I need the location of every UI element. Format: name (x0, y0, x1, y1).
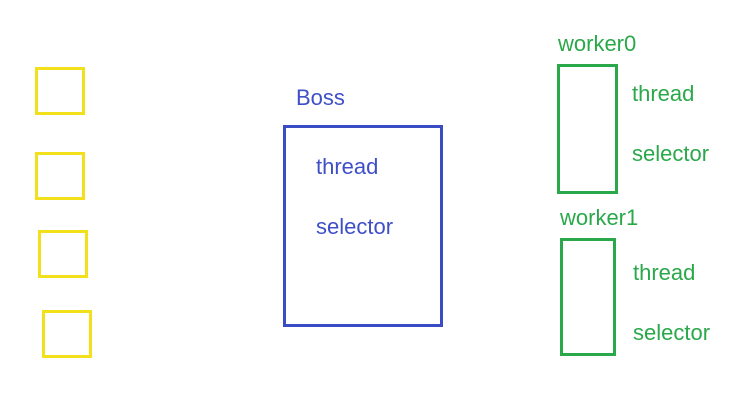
worker1-box (560, 238, 616, 356)
client-box-3 (42, 310, 92, 358)
worker0-box (557, 64, 618, 194)
worker0-title: worker0 (558, 31, 637, 56)
client-box-1 (35, 152, 85, 200)
client-box-0 (35, 67, 85, 115)
worker1-selector-label: selector (633, 320, 711, 345)
worker0-thread-label: thread (632, 81, 695, 106)
boss-title: Boss (296, 85, 345, 110)
worker0-selector-label: selector (632, 141, 710, 166)
boss-thread-label: thread (316, 154, 379, 179)
worker1-title: worker1 (560, 205, 639, 230)
worker1-thread-label: thread (633, 260, 696, 285)
client-box-2 (38, 230, 88, 278)
boss-box (283, 125, 443, 327)
boss-selector-label: selector (316, 214, 394, 239)
